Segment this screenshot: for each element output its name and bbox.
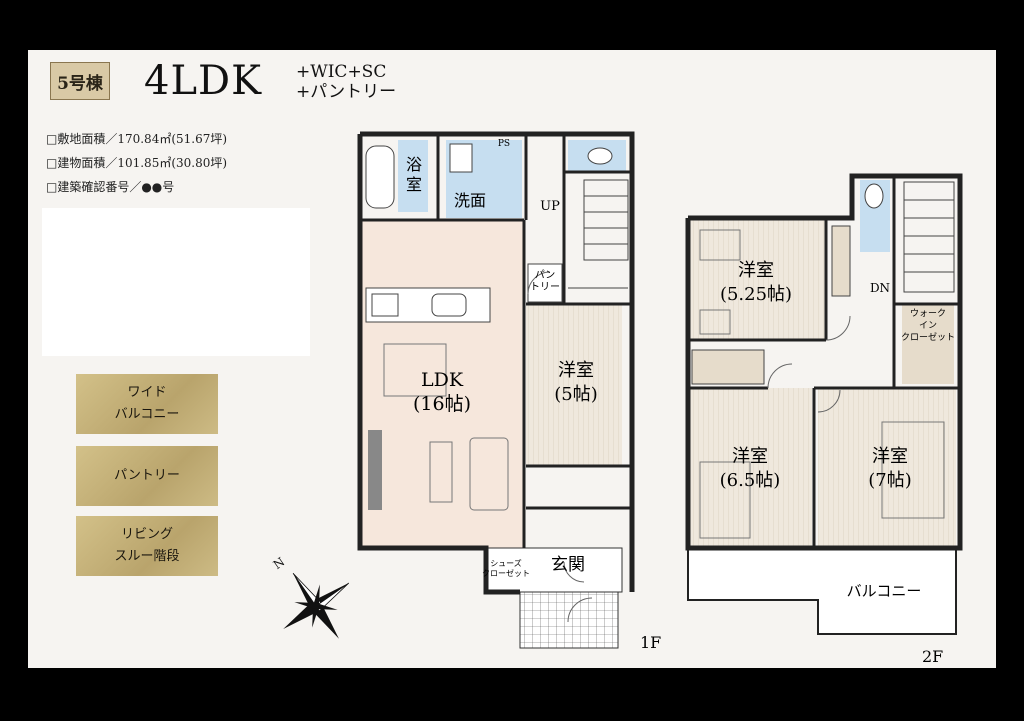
floor-1f-label: 1F	[640, 633, 661, 652]
ps-label: PS	[498, 139, 510, 149]
walk-in-closet-label: ウォークインクローゼット	[901, 308, 955, 343]
floor-2f-label: 2F	[922, 647, 943, 666]
permit-number: □建築確認番号／●●号	[46, 180, 175, 194]
compass-rose: N	[271, 555, 350, 639]
layout-suffix-2: +パントリー	[296, 82, 397, 102]
floor-plans: 浴室 洗面 PS UP パントリー LDK(16帖) 洋室(5帖) シューズクロ…	[357, 131, 963, 666]
feature-living-stairs: リビング スルー階段	[76, 516, 218, 576]
feature-pantry: パントリー	[76, 446, 218, 506]
balcony-label: バルコニー	[847, 582, 922, 600]
balcony-area	[687, 548, 957, 635]
room-a-floor	[688, 218, 826, 340]
floor-plan-sheet: 5号棟 4LDK +WIC+SC +パントリー □敷地面積／170.84㎡(51…	[28, 50, 996, 668]
ldk-label: LDK(16帖)	[413, 369, 471, 415]
room-c-label: 洋室(7帖)	[868, 446, 912, 491]
stairs-up-label: UP	[540, 199, 560, 214]
site-area: □敷地面積／170.84㎡(51.67坪)	[46, 132, 228, 146]
room-c-floor	[818, 388, 956, 548]
pantry-label: パントリー	[530, 269, 560, 293]
blank-panel	[42, 208, 310, 356]
shoes-closet-label: シューズクローゼット	[482, 558, 530, 578]
bath-room-label: 浴室	[406, 155, 422, 194]
layout-suffix-1: +WIC+SC	[296, 62, 387, 82]
feature-wide-balcony: ワイド バルコニー	[76, 374, 218, 434]
western-room-1f	[526, 304, 622, 466]
western-room-1f-label: 洋室(5帖)	[554, 360, 598, 405]
walk-in-closet	[902, 304, 954, 384]
stairs-1f	[583, 179, 629, 261]
stairs-down-label: DN	[870, 281, 890, 295]
ldk-floor	[360, 220, 524, 548]
bath-area	[398, 140, 428, 212]
entrance-label: 玄関	[551, 555, 585, 575]
layout-suffix: +WIC+SC +パントリー	[296, 62, 396, 102]
wash-room-label: 洗面	[454, 191, 486, 210]
layout-title: 4LDK	[144, 58, 262, 104]
room-b-label: 洋室(6.5帖)	[720, 446, 781, 491]
stairs-2f	[903, 181, 955, 293]
floor-1: 浴室 洗面 PS UP パントリー LDK(16帖) 洋室(5帖) シューズクロ…	[357, 131, 661, 652]
entrance-hall	[485, 547, 623, 593]
porch	[519, 591, 619, 649]
building-area: □建物面積／101.85㎡(30.80坪)	[46, 156, 228, 170]
building-number-badge: 5号棟	[50, 62, 110, 100]
floor-2: 洋室(5.25帖) 洋室(6.5帖) 洋室(7帖) ウォークインクローゼット D…	[685, 173, 963, 666]
room-a-label: 洋室(5.25帖)	[720, 260, 792, 305]
